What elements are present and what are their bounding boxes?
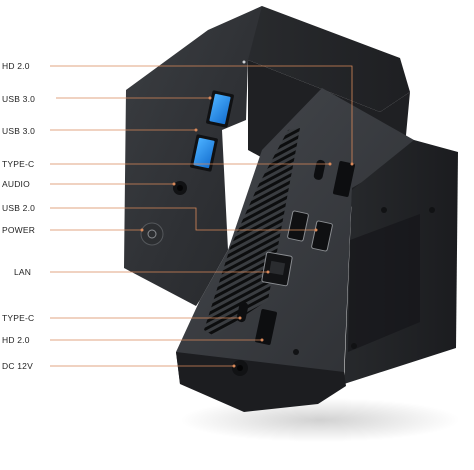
- label-lan: LAN: [14, 267, 32, 277]
- label-hdmi-top: HD 2.0: [2, 61, 30, 71]
- label-dc-12v: DC 12V: [2, 361, 33, 371]
- usb3-port-2: [190, 134, 218, 172]
- usb2-port-1: [287, 210, 309, 242]
- label-usb30-b: USB 3.0: [2, 126, 36, 136]
- leader-lines: [50, 65, 353, 367]
- label-hdmi-back: HD 2.0: [2, 335, 30, 345]
- vent-grille: [204, 128, 300, 336]
- label-usb30-a: USB 3.0: [2, 94, 36, 104]
- hdmi-top-port: [333, 161, 355, 197]
- label-audio: AUDIO: [2, 179, 30, 189]
- label-usb20: USB 2.0: [2, 203, 36, 213]
- usb3-port-1: [206, 90, 234, 128]
- top-lid: [230, 6, 410, 112]
- label-typec-back: TYPE-C: [2, 313, 35, 323]
- label-power: POWER: [2, 225, 36, 235]
- usb2-port-2: [311, 220, 333, 252]
- power-button: [140, 222, 164, 246]
- typec-top-port: [313, 159, 326, 180]
- hdmi-bottom-port: [255, 309, 277, 345]
- label-typec-front: TYPE-C: [2, 159, 35, 169]
